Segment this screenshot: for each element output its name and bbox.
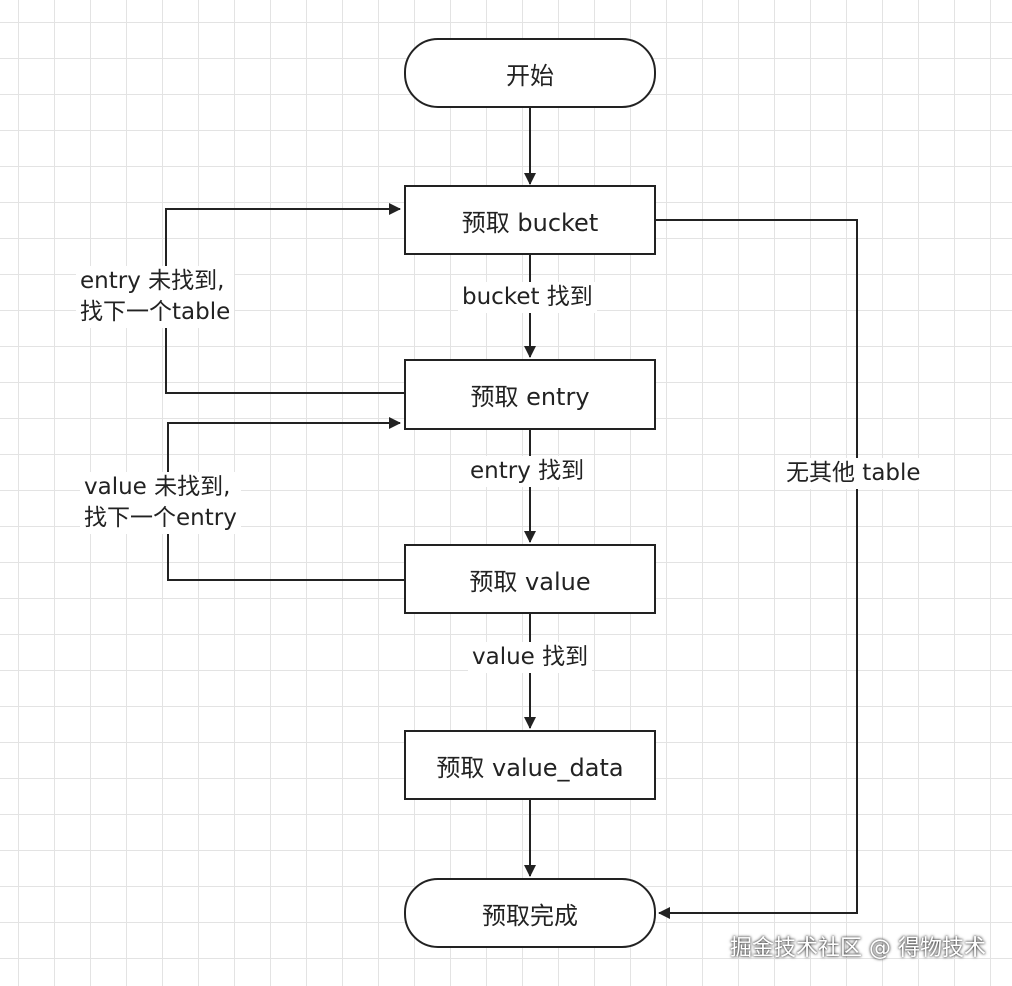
- label-no-other-table: 无其他 table: [782, 458, 925, 489]
- label-bucket-found: bucket 找到: [458, 282, 597, 313]
- label-value-found: value 找到: [468, 642, 593, 673]
- start-node: 开始: [404, 38, 656, 108]
- edge-bucket-to-done: [656, 219, 858, 919]
- watermark: 掘金技术社区 @ 得物技术: [730, 936, 986, 961]
- label-entry-found: entry 找到: [466, 456, 589, 487]
- fetch-bucket-node: 预取 bucket: [404, 185, 656, 255]
- done-node: 预取完成: [404, 878, 656, 948]
- label-entry-not-found: entry 未找到, 找下一个table: [76, 266, 235, 328]
- fetch-value-node: 预取 value: [404, 544, 656, 614]
- label-entry-not-found-line2: 找下一个table: [80, 299, 231, 325]
- fetch-value-data-node: 预取 value_data: [404, 730, 656, 800]
- label-value-not-found: value 未找到, 找下一个entry: [80, 472, 241, 534]
- label-value-not-found-line1: value 未找到,: [84, 474, 231, 500]
- fetch-entry-node: 预取 entry: [404, 359, 656, 430]
- label-value-not-found-line2: 找下一个entry: [84, 505, 237, 531]
- label-entry-not-found-line1: entry 未找到,: [80, 268, 225, 294]
